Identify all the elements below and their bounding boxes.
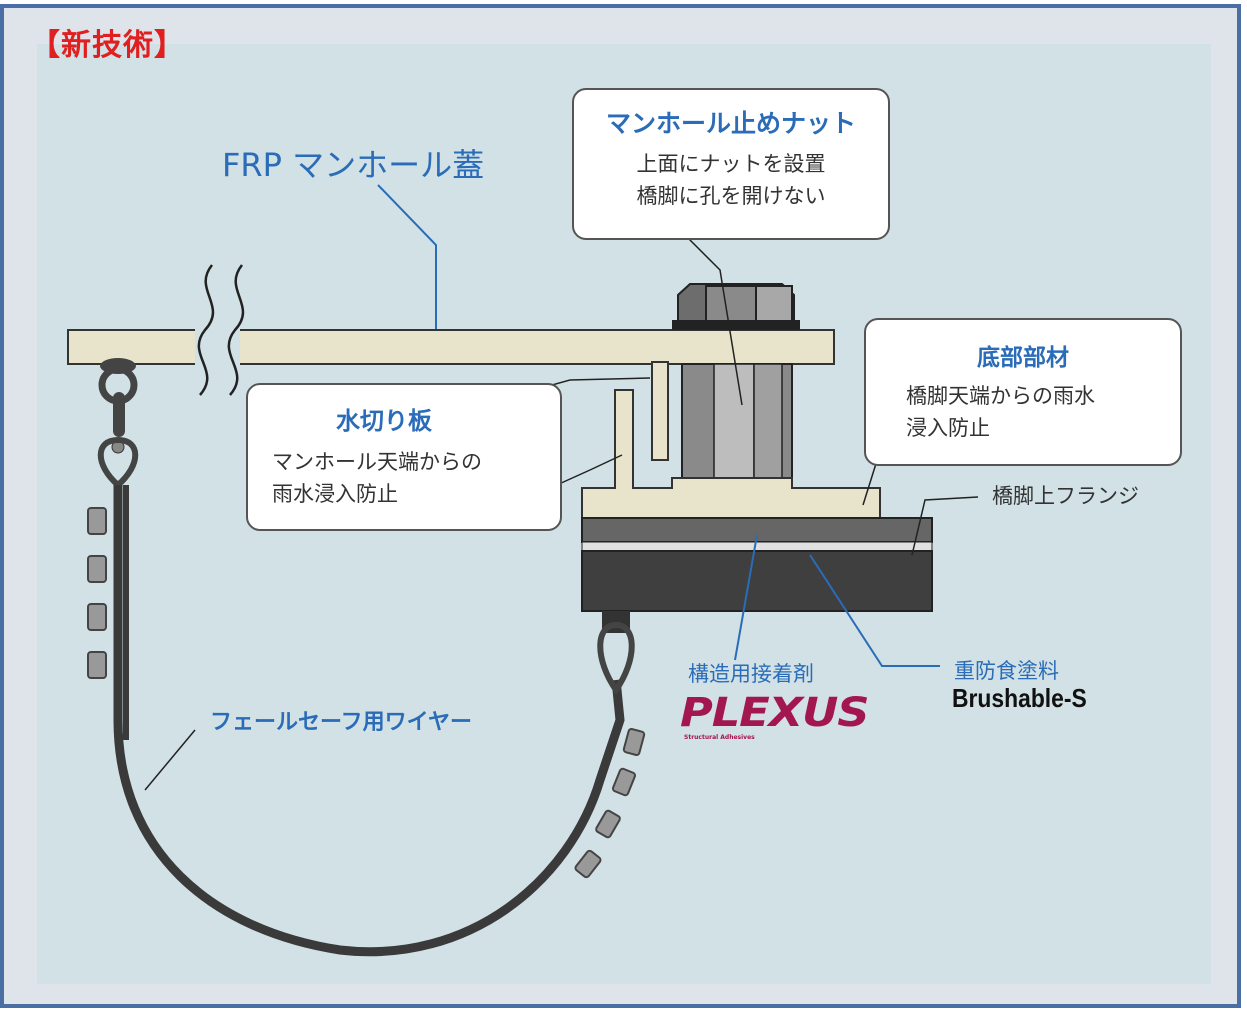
callout-nut: マンホール止めナット 上面にナットを設置 橋脚に孔を開けない bbox=[572, 88, 890, 240]
label-brushable: Brushable-S bbox=[952, 683, 1087, 713]
heading-new-technology: 【新技術】 bbox=[30, 28, 185, 63]
leader-flange bbox=[911, 496, 979, 556]
label-pier-flange: 橋脚上フランジ bbox=[992, 484, 1139, 508]
callout-nut-line-2: 橋脚に孔を開けない bbox=[636, 184, 826, 208]
leader-frp bbox=[377, 184, 437, 340]
pier-flange-body bbox=[581, 550, 933, 612]
callout-bottom-line-2: 浸入防止 bbox=[906, 416, 990, 440]
break-line-1 bbox=[197, 264, 215, 396]
adhesive-layer bbox=[581, 541, 933, 552]
wire-clamps-right bbox=[574, 728, 646, 879]
leader-coating bbox=[809, 554, 940, 667]
washer bbox=[672, 320, 800, 330]
callout-bottom-line-1: 橋脚天端からの雨水 bbox=[906, 384, 1095, 408]
callout-drip-plate: 水切り板 マンホール天端からの 雨水浸入防止 bbox=[246, 383, 562, 531]
callout-nut-line-1: 上面にナットを設置 bbox=[636, 152, 826, 176]
label-failsafe-wire: フェールセーフ用ワイヤー bbox=[210, 710, 473, 735]
break-gap bbox=[195, 320, 240, 380]
failsafe-wire bbox=[113, 485, 625, 957]
wire-thimble-right bbox=[597, 621, 635, 696]
callout-bottom-member: 底部部材 橋脚天端からの雨水 浸入防止 bbox=[864, 318, 1182, 466]
callout-drip-line-1: マンホール天端からの bbox=[272, 450, 482, 474]
plexus-logo: PLEXUS bbox=[680, 690, 870, 736]
plexus-subtitle: Structural Adhesives bbox=[684, 734, 755, 741]
callout-drip-title: 水切り板 bbox=[336, 407, 432, 435]
label-coating: 重防食塗料 bbox=[954, 659, 1059, 683]
callout-drip-line-2: 雨水浸入防止 bbox=[272, 482, 398, 506]
leader-adhesive bbox=[734, 534, 758, 661]
callout-nut-title: マンホール止めナット bbox=[605, 109, 856, 138]
frp-cover-slab bbox=[67, 329, 835, 365]
callout-bottom-title: 底部部材 bbox=[977, 345, 1069, 371]
drip-plate bbox=[651, 361, 669, 461]
label-adhesive: 構造用接着剤 bbox=[688, 662, 814, 686]
label-frp-cover: FRP マンホール蓋 bbox=[222, 146, 485, 184]
leader-wire bbox=[144, 729, 196, 791]
break-line-2 bbox=[227, 264, 245, 396]
wire-clamps-left bbox=[87, 507, 107, 679]
